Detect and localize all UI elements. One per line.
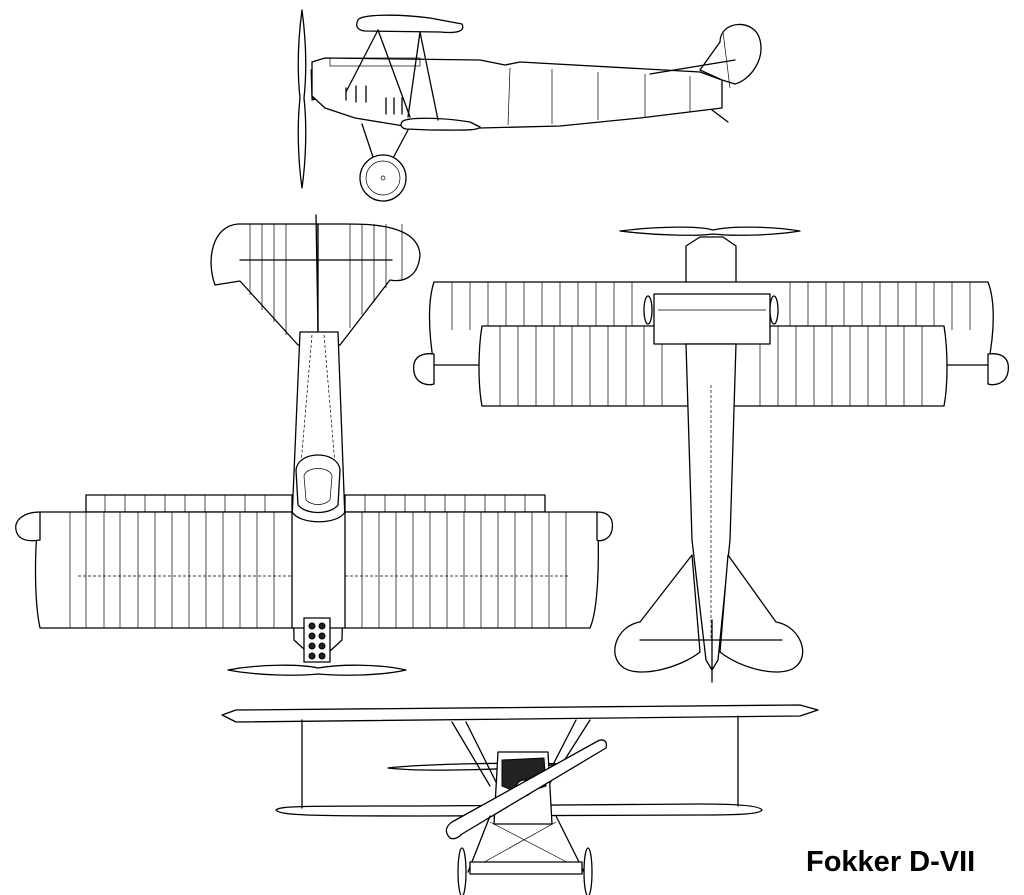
top-view: [15, 214, 614, 676]
side-view: [297, 9, 762, 202]
bottom-view: [412, 226, 1010, 683]
drawing-title: Fokker D-VII: [806, 846, 976, 878]
front-view: [221, 704, 819, 895]
